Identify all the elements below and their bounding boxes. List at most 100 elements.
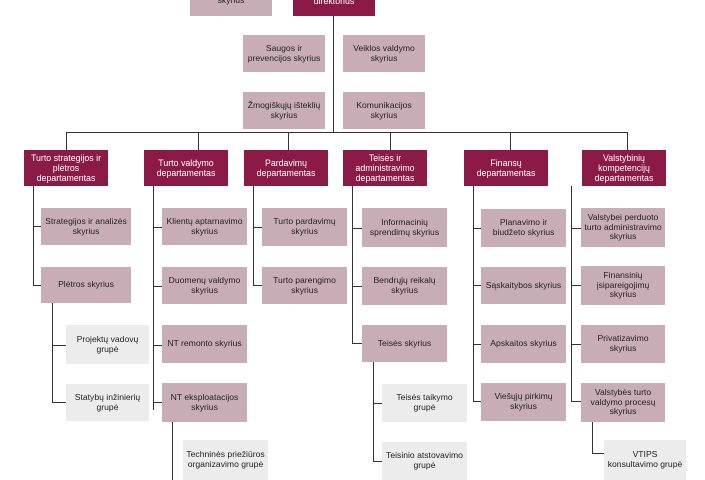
connector-line: [473, 401, 481, 402]
staff-unit-label: Saugos ir prevencijos skyrius: [247, 42, 321, 63]
division-box: Plėtros skyrius: [41, 267, 131, 303]
connector-line: [627, 132, 628, 150]
division-label: NT eksploatacijos skyrius: [170, 391, 239, 412]
connector-line: [172, 422, 173, 480]
division-box: Planavimo ir biudžeto skyrius: [481, 209, 566, 247]
staff-unit-box: Veiklos valdymo skyrius: [343, 35, 425, 72]
staff-unit-box: Komunikacijos skyrius: [343, 92, 425, 129]
department-label: Teisės ir administravimo departamentas: [355, 152, 415, 184]
connector-line: [352, 286, 362, 287]
group-label: Teisės taikymo grupė: [396, 392, 453, 412]
division-label: Turto pardavimų skyrius: [273, 216, 336, 236]
division-box: NT remonto skyrius: [162, 325, 247, 363]
connector-line: [510, 132, 511, 150]
department-label: Turto valdymo departamentas: [156, 157, 216, 178]
top-left-division-label: skyrius: [217, 0, 245, 6]
division-box: NT eksploatacijos skyrius: [162, 383, 247, 422]
connector-line: [352, 228, 362, 229]
department-box: Valstybinių kompetencijų departamentas: [582, 150, 666, 186]
connector-line: [66, 132, 628, 133]
division-label: Plėtros skyrius: [58, 279, 114, 290]
connector-line: [288, 132, 289, 150]
group-label: Statybų inžinierių grupė: [74, 391, 141, 412]
connector-line: [571, 344, 581, 345]
connector-line: [33, 226, 41, 227]
group-label: Techninės priežiūros organizavimo grupė: [186, 449, 265, 469]
connector-line: [198, 132, 199, 150]
connector-line: [352, 343, 362, 344]
connector-line: [373, 461, 382, 462]
division-label: Strategijos ir analizės skyrius: [45, 215, 127, 236]
department-label: Finansų departamentas: [476, 157, 536, 178]
division-label: NT remonto skyrius: [167, 338, 242, 349]
division-label: Valstybei perduoto turto administravimo …: [584, 211, 662, 242]
division-box: Duomenų valdymo skyrius: [162, 267, 247, 304]
division-box: Viešųjų pirkimų skyrius: [481, 383, 566, 421]
staff-unit-label: Komunikacijos skyrius: [356, 99, 412, 120]
division-box: Sąskaitybos skyrius: [481, 267, 566, 304]
department-box: Turto valdymo departamentas: [144, 150, 228, 186]
division-box: Informacinių sprendimų skyrius: [362, 208, 447, 247]
department-box: Turto strategijos ir plėtros departament…: [24, 150, 108, 186]
division-label: Bendrųjų reikalų skyrius: [373, 275, 436, 295]
connector-line: [390, 132, 391, 150]
division-box: Turto parengimo skyrius: [262, 267, 347, 304]
connector-line: [153, 227, 162, 228]
top-left-division-box: skyrius: [190, 0, 272, 16]
connector-line: [52, 303, 53, 403]
department-label: Valstybinių kompetencijų departamentas: [594, 152, 654, 184]
division-label: Finansinių įsipareigojimų skyrius: [596, 269, 650, 300]
group-box: Techninės priežiūros organizavimo grupė: [183, 440, 268, 480]
division-label: Viešųjų pirkimų skyrius: [494, 391, 553, 411]
connector-line: [571, 285, 581, 286]
division-label: Klientų aptarnavimo skyrius: [166, 215, 243, 236]
department-box: Teisės ir administravimo departamentas: [343, 150, 427, 186]
connector-line: [33, 186, 34, 286]
connector-line: [571, 228, 581, 229]
division-box: Finansinių įsipareigojimų skyrius: [581, 266, 665, 305]
connector-line: [473, 228, 481, 229]
connector-line: [153, 286, 162, 287]
director-label: direktorius: [313, 0, 355, 6]
connector-line: [373, 403, 382, 404]
connector-line: [473, 186, 474, 402]
director-box: direktorius: [293, 0, 375, 16]
group-box: Statybų inžinierių grupė: [66, 384, 149, 421]
group-box: Projektų vadovų grupė: [66, 325, 149, 364]
division-box: Strategijos ir analizės skyrius: [41, 208, 131, 245]
connector-line: [253, 227, 262, 228]
group-box: Teisės taikymo grupė: [382, 384, 467, 422]
department-label: Turto strategijos ir plėtros departament…: [30, 152, 102, 184]
division-label: Apskaitos skyrius: [490, 338, 557, 349]
connector-line: [253, 186, 254, 286]
division-label: Turto parengimo skyrius: [273, 274, 336, 295]
division-box: Valstybės turto valdymo procesų skyrius: [581, 383, 665, 422]
connector-line: [333, 14, 334, 132]
connector-line: [153, 345, 162, 346]
connector-line: [33, 285, 41, 286]
connector-line: [52, 402, 66, 403]
division-box: Apskaitos skyrius: [481, 325, 566, 363]
connector-line: [66, 132, 67, 150]
group-label: Teisinio atstovavimo grupė: [386, 450, 463, 470]
connector-line: [473, 344, 481, 345]
staff-unit-box: Saugos ir prevencijos skyrius: [243, 35, 325, 72]
group-box: Teisinio atstovavimo grupė: [382, 442, 467, 480]
department-label: Pardavimų departamentas: [256, 157, 316, 178]
department-box: Finansų departamentas: [464, 150, 548, 186]
group-box: VTIPS konsultavimo grupė: [604, 440, 686, 480]
group-label: Projektų vadovų grupė: [76, 333, 139, 354]
connector-line: [153, 402, 162, 403]
connector-line: [373, 362, 374, 462]
group-label: VTIPS konsultavimo grupė: [607, 449, 683, 469]
division-box: Teisės skyrius: [362, 325, 447, 362]
connector-line: [253, 285, 262, 286]
connector-line: [352, 186, 353, 344]
connector-line: [592, 453, 604, 454]
connector-line: [592, 421, 593, 454]
connector-line: [571, 401, 581, 402]
division-label: Informacinių sprendimų skyrius: [369, 216, 440, 237]
connector-line: [473, 285, 481, 286]
division-box: Klientų aptarnavimo skyrius: [162, 208, 247, 245]
